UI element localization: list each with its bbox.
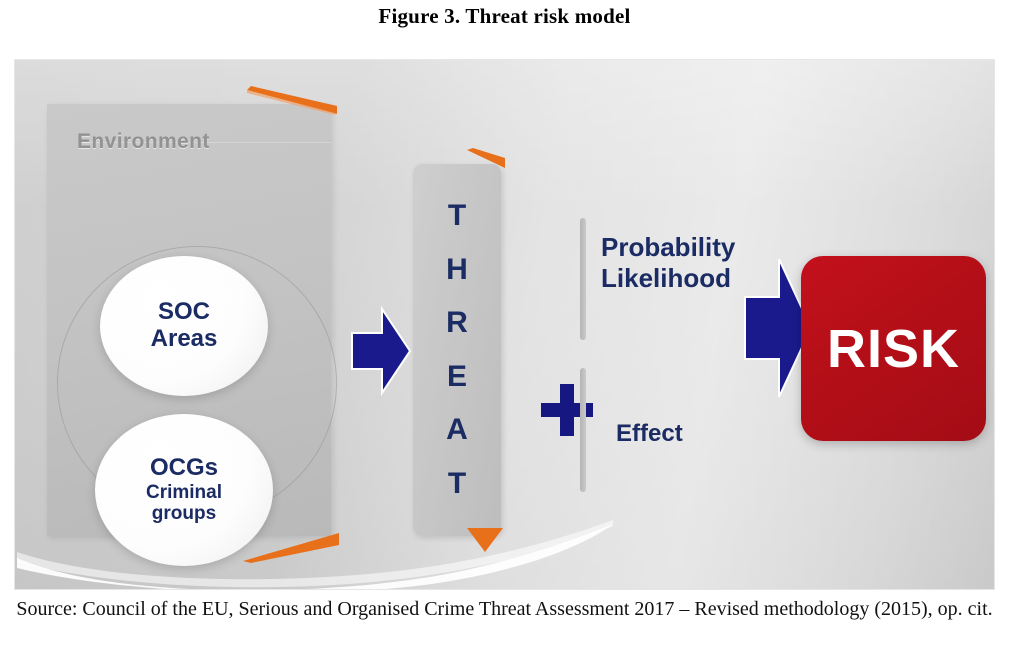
environment-label: Environment (77, 130, 210, 153)
label-probability-line2: Likelihood (601, 263, 731, 294)
threat-letter-2: H (446, 252, 468, 286)
bubble-soc-areas: SOC Areas (100, 256, 268, 396)
divider-bar-upper (580, 218, 586, 340)
risk-box: RISK (801, 256, 986, 441)
plus-operator-icon (541, 384, 593, 436)
figure-image: Environment SOC Areas OCGs Criminal grou… (14, 59, 995, 590)
environment-panel-rule (83, 142, 331, 143)
threat-letter-5: A (446, 413, 468, 447)
risk-label: RISK (826, 318, 960, 379)
threat-letter-6: T (447, 466, 467, 500)
threat-letter-4: E (446, 359, 467, 393)
label-probability-line1: Probability (601, 232, 736, 262)
threat-column: T H R E A T (413, 164, 501, 536)
threat-letter-3: R (446, 306, 468, 340)
figure-title: Figure 3. Threat risk model (378, 4, 631, 28)
label-effect: Effect (616, 420, 683, 447)
bubble-ocg-line2: Criminal (145, 482, 223, 504)
arrow-right-environment-to-threat-icon (351, 305, 412, 397)
label-probability-likelihood: Probability Likelihood (601, 232, 735, 294)
bubble-soc-line1: SOC (157, 298, 210, 326)
threat-letter-1: T (447, 199, 467, 233)
bubble-ocgs-criminal-groups: OCGs Criminal groups (95, 414, 273, 566)
bubble-ocg-line1: OCGs (149, 454, 218, 482)
orange-flag-bottom-left-panel-icon (243, 533, 339, 563)
divider-bar-lower (580, 368, 586, 492)
figure-source-caption: Source: Council of the EU, Serious and O… (16, 598, 993, 620)
bubble-ocg-line3: groups (151, 503, 217, 525)
bubble-soc-line2: Areas (150, 325, 218, 352)
